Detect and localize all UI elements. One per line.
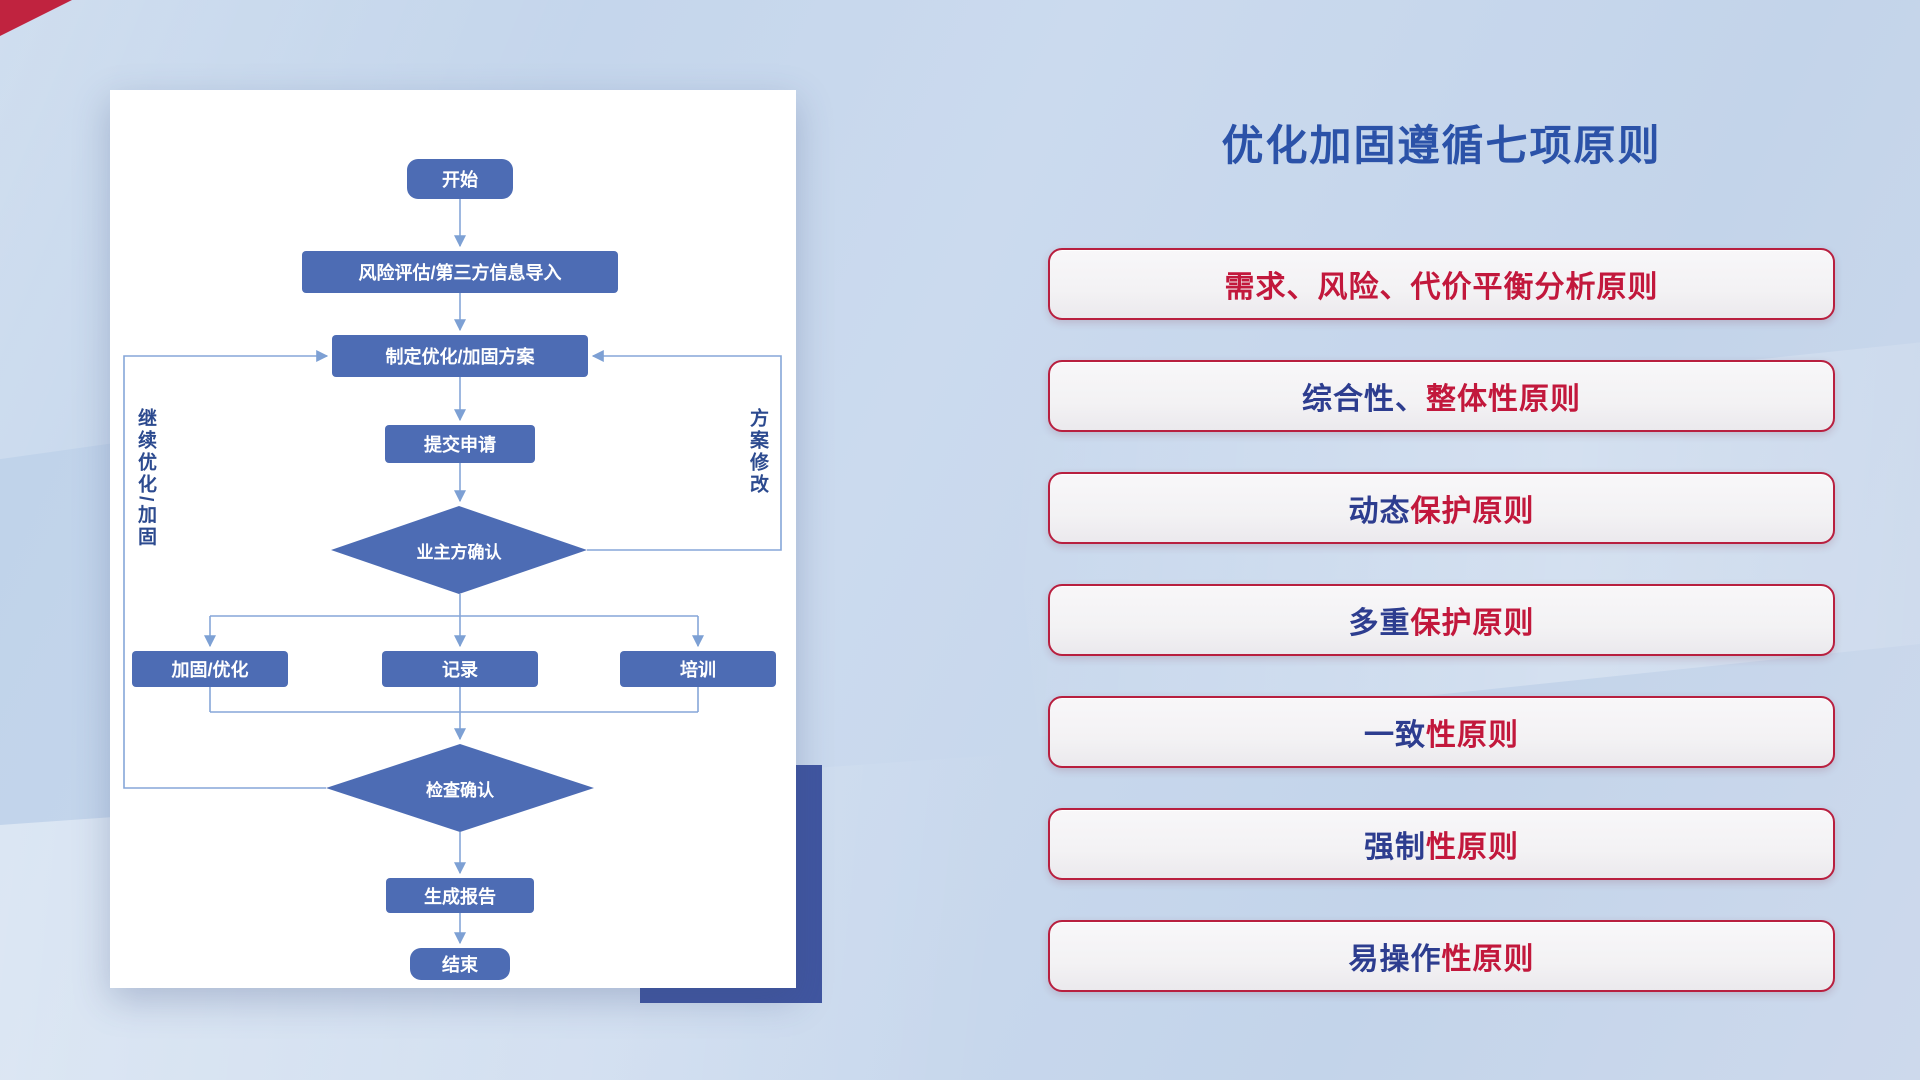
- principle-pill: 易操作性原则: [1048, 920, 1835, 992]
- flowchart-card: 开始 风险评估/第三方信息导入 制定优化/加固方案 提交申请 业主方确认 加固/…: [110, 90, 796, 988]
- principle-text-segment: 一致: [1364, 719, 1426, 752]
- principles-list: 需求、风险、代价平衡分析原则综合性、整体性原则动态保护原则多重保护原则一致性原则…: [1048, 248, 1835, 992]
- principle-pill: 一致性原则: [1048, 696, 1835, 768]
- principle-pill: 强制性原则: [1048, 808, 1835, 880]
- loop-label-plan-modify: 方案修改: [747, 408, 768, 496]
- loop-label-continue-optimize: 继续优化/加固: [135, 408, 156, 549]
- principle-text-segment: 整体性原则: [1426, 383, 1581, 416]
- principle-text-segment: 性原则: [1426, 719, 1519, 752]
- flow-node-start: 开始: [407, 159, 513, 199]
- principle-text-segment: 动态: [1348, 495, 1411, 528]
- flow-node-make-plan: 制定优化/加固方案: [332, 335, 588, 377]
- principle-text-segment: 多重: [1348, 607, 1411, 640]
- principle-text-segment: 需求、风险、代价平衡分析原则: [1224, 271, 1659, 304]
- principle-pill: 综合性、整体性原则: [1048, 360, 1835, 432]
- principle-text-segment: 性原则: [1426, 831, 1519, 864]
- principle-text-segment: 易操作: [1348, 943, 1442, 976]
- flow-node-end: 结束: [410, 948, 510, 980]
- flow-node-report: 生成报告: [386, 878, 534, 913]
- flow-node-record: 记录: [382, 651, 538, 687]
- principle-text-segment: 综合性、: [1302, 383, 1426, 416]
- principle-text-segment: 强制: [1364, 831, 1426, 864]
- principle-text-segment: 保护原则: [1410, 495, 1535, 528]
- principle-pill: 多重保护原则: [1048, 584, 1835, 656]
- flow-node-training: 培训: [620, 651, 776, 687]
- corner-accent: [0, 0, 72, 36]
- flow-node-submit: 提交申请: [385, 425, 535, 463]
- principle-pill: 需求、风险、代价平衡分析原则: [1048, 248, 1835, 320]
- principles-title: 优化加固遵循七项原则: [1221, 122, 1662, 169]
- principle-text-segment: 保护原则: [1410, 607, 1535, 640]
- principle-pill: 动态保护原则: [1048, 472, 1835, 544]
- flow-node-reinforce: 加固/优化: [132, 651, 288, 687]
- principle-text-segment: 性原则: [1441, 943, 1535, 976]
- flow-node-risk-import: 风险评估/第三方信息导入: [302, 251, 618, 293]
